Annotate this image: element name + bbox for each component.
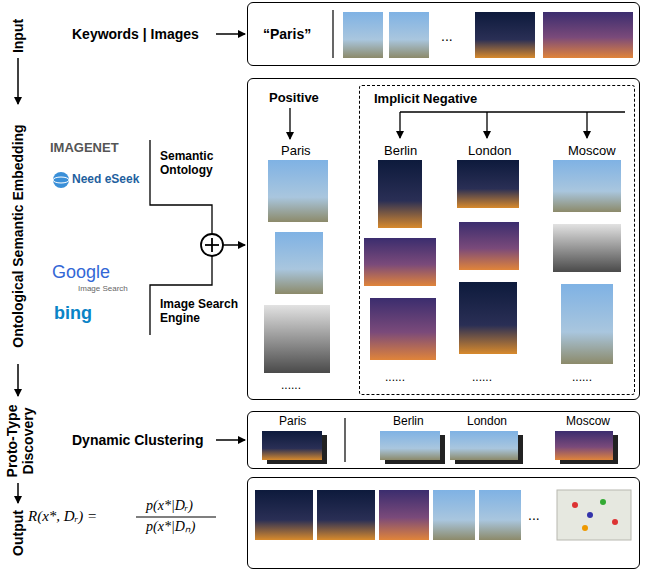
ellipsis: ......: [281, 379, 301, 393]
city-name: Paris: [281, 144, 311, 159]
city-name: Moscow: [566, 415, 610, 429]
stage-label: Proto-Type Discovery: [4, 401, 36, 481]
svg-rect: [379, 490, 429, 540]
svg-rect: [343, 12, 383, 58]
negative-group: Implicit NegativeBerlin London Moscow.....…: [359, 85, 635, 395]
divider: [332, 10, 333, 58]
svg-rect: [561, 284, 613, 364]
group-heading: Positive: [269, 91, 319, 106]
formula-text: R(x*, Dᵣ) =: [28, 508, 97, 525]
ellipsis: ...: [528, 507, 540, 523]
fraction-bar: [136, 516, 216, 517]
svg-rect: [364, 238, 436, 286]
step-label: Dynamic Clustering: [72, 432, 203, 448]
divider: [344, 418, 345, 462]
logo-text: Image Search: [78, 284, 128, 293]
svg-rect: [459, 282, 517, 354]
svg-line: [223, 244, 245, 246]
svg-rect: [380, 431, 440, 460]
svg-rect: [317, 490, 375, 540]
svg-circle: [587, 512, 593, 518]
stage-label: Input: [10, 19, 26, 53]
input-label: Keywords | Images: [72, 26, 199, 42]
svg-rect: [268, 160, 328, 222]
svg-rect: [479, 490, 521, 540]
city-photos: [264, 160, 621, 373]
svg-line: [289, 108, 290, 139]
svg-line: [211, 238, 213, 252]
svg-circle: [201, 234, 223, 256]
stage-arrows: [18, 34, 245, 503]
ellipsis: ......: [385, 371, 405, 385]
svg-circle: [572, 502, 578, 508]
prototype-box: Paris Berlin London Moscow: [247, 411, 640, 469]
svg-rect: [264, 305, 330, 373]
city-name: London: [467, 415, 507, 429]
city-name: Paris: [279, 415, 306, 429]
logo-text: Need eSeek: [72, 173, 139, 187]
input-box: “Paris”...: [247, 2, 640, 66]
svg-rect: [370, 298, 436, 360]
svg-line: [17, 58, 19, 104]
stage-label: Output: [10, 510, 26, 556]
svg-line: [216, 33, 245, 35]
svg-rect: [555, 431, 613, 460]
svg-rect: [275, 232, 323, 294]
city-name: London: [468, 144, 511, 159]
output-box: ...: [247, 477, 640, 569]
output-photos: [255, 490, 631, 540]
svg-line: [400, 111, 625, 112]
prototype-photos: [262, 431, 618, 464]
svg-rect: [475, 12, 535, 58]
svg-rect: [255, 490, 313, 540]
svg-rect: [543, 12, 633, 58]
logo-text: bing: [54, 303, 92, 324]
source-label: Image Search Engine: [160, 298, 240, 326]
svg-rect: [450, 431, 518, 460]
svg-line: [586, 112, 587, 138]
globe-logo: [53, 172, 69, 188]
svg-line: [17, 483, 19, 503]
svg-rect: [262, 431, 322, 460]
embedding-box: PositiveParis......Implicit NegativeBerl…: [247, 78, 640, 400]
formula-text: p(x*|Dᵣ): [146, 498, 193, 514]
svg-rect: [378, 160, 422, 228]
svg-line: [399, 112, 400, 138]
ellipsis: ...: [441, 28, 453, 44]
svg-rect: [553, 160, 621, 212]
svg-rect: [389, 12, 429, 58]
svg-line: [216, 439, 245, 441]
ellipsis: ......: [572, 371, 592, 385]
svg-circle: [600, 499, 606, 505]
query-text: “Paris”: [263, 26, 311, 42]
ellipsis: ......: [472, 371, 492, 385]
svg-rect: [553, 224, 621, 272]
svg-line: [17, 364, 19, 396]
logo-text: Google: [52, 262, 110, 283]
stage-label: Ontological Semantic Embedding: [10, 124, 26, 347]
group-heading: Implicit Negative: [374, 92, 477, 107]
source-label: Semantic Ontology: [160, 150, 232, 178]
branch-arrows: [290, 108, 625, 139]
city-name: Berlin: [384, 144, 417, 159]
input-photos: [343, 12, 633, 58]
city-name: Moscow: [568, 144, 616, 159]
svg-circle: [612, 519, 618, 525]
logo-text: IMAGENET: [50, 141, 119, 156]
svg-rect: [457, 160, 519, 208]
svg-rect: [557, 490, 631, 540]
formula-text: p(x*|Dₙ): [146, 519, 196, 535]
svg-rect: [459, 222, 519, 270]
svg-circle: [582, 525, 588, 531]
svg-ellipse: [53, 177, 69, 183]
svg-line: [486, 112, 487, 138]
svg-rect: [433, 490, 475, 540]
svg-circle: [53, 172, 69, 188]
city-name: Berlin: [393, 415, 424, 429]
